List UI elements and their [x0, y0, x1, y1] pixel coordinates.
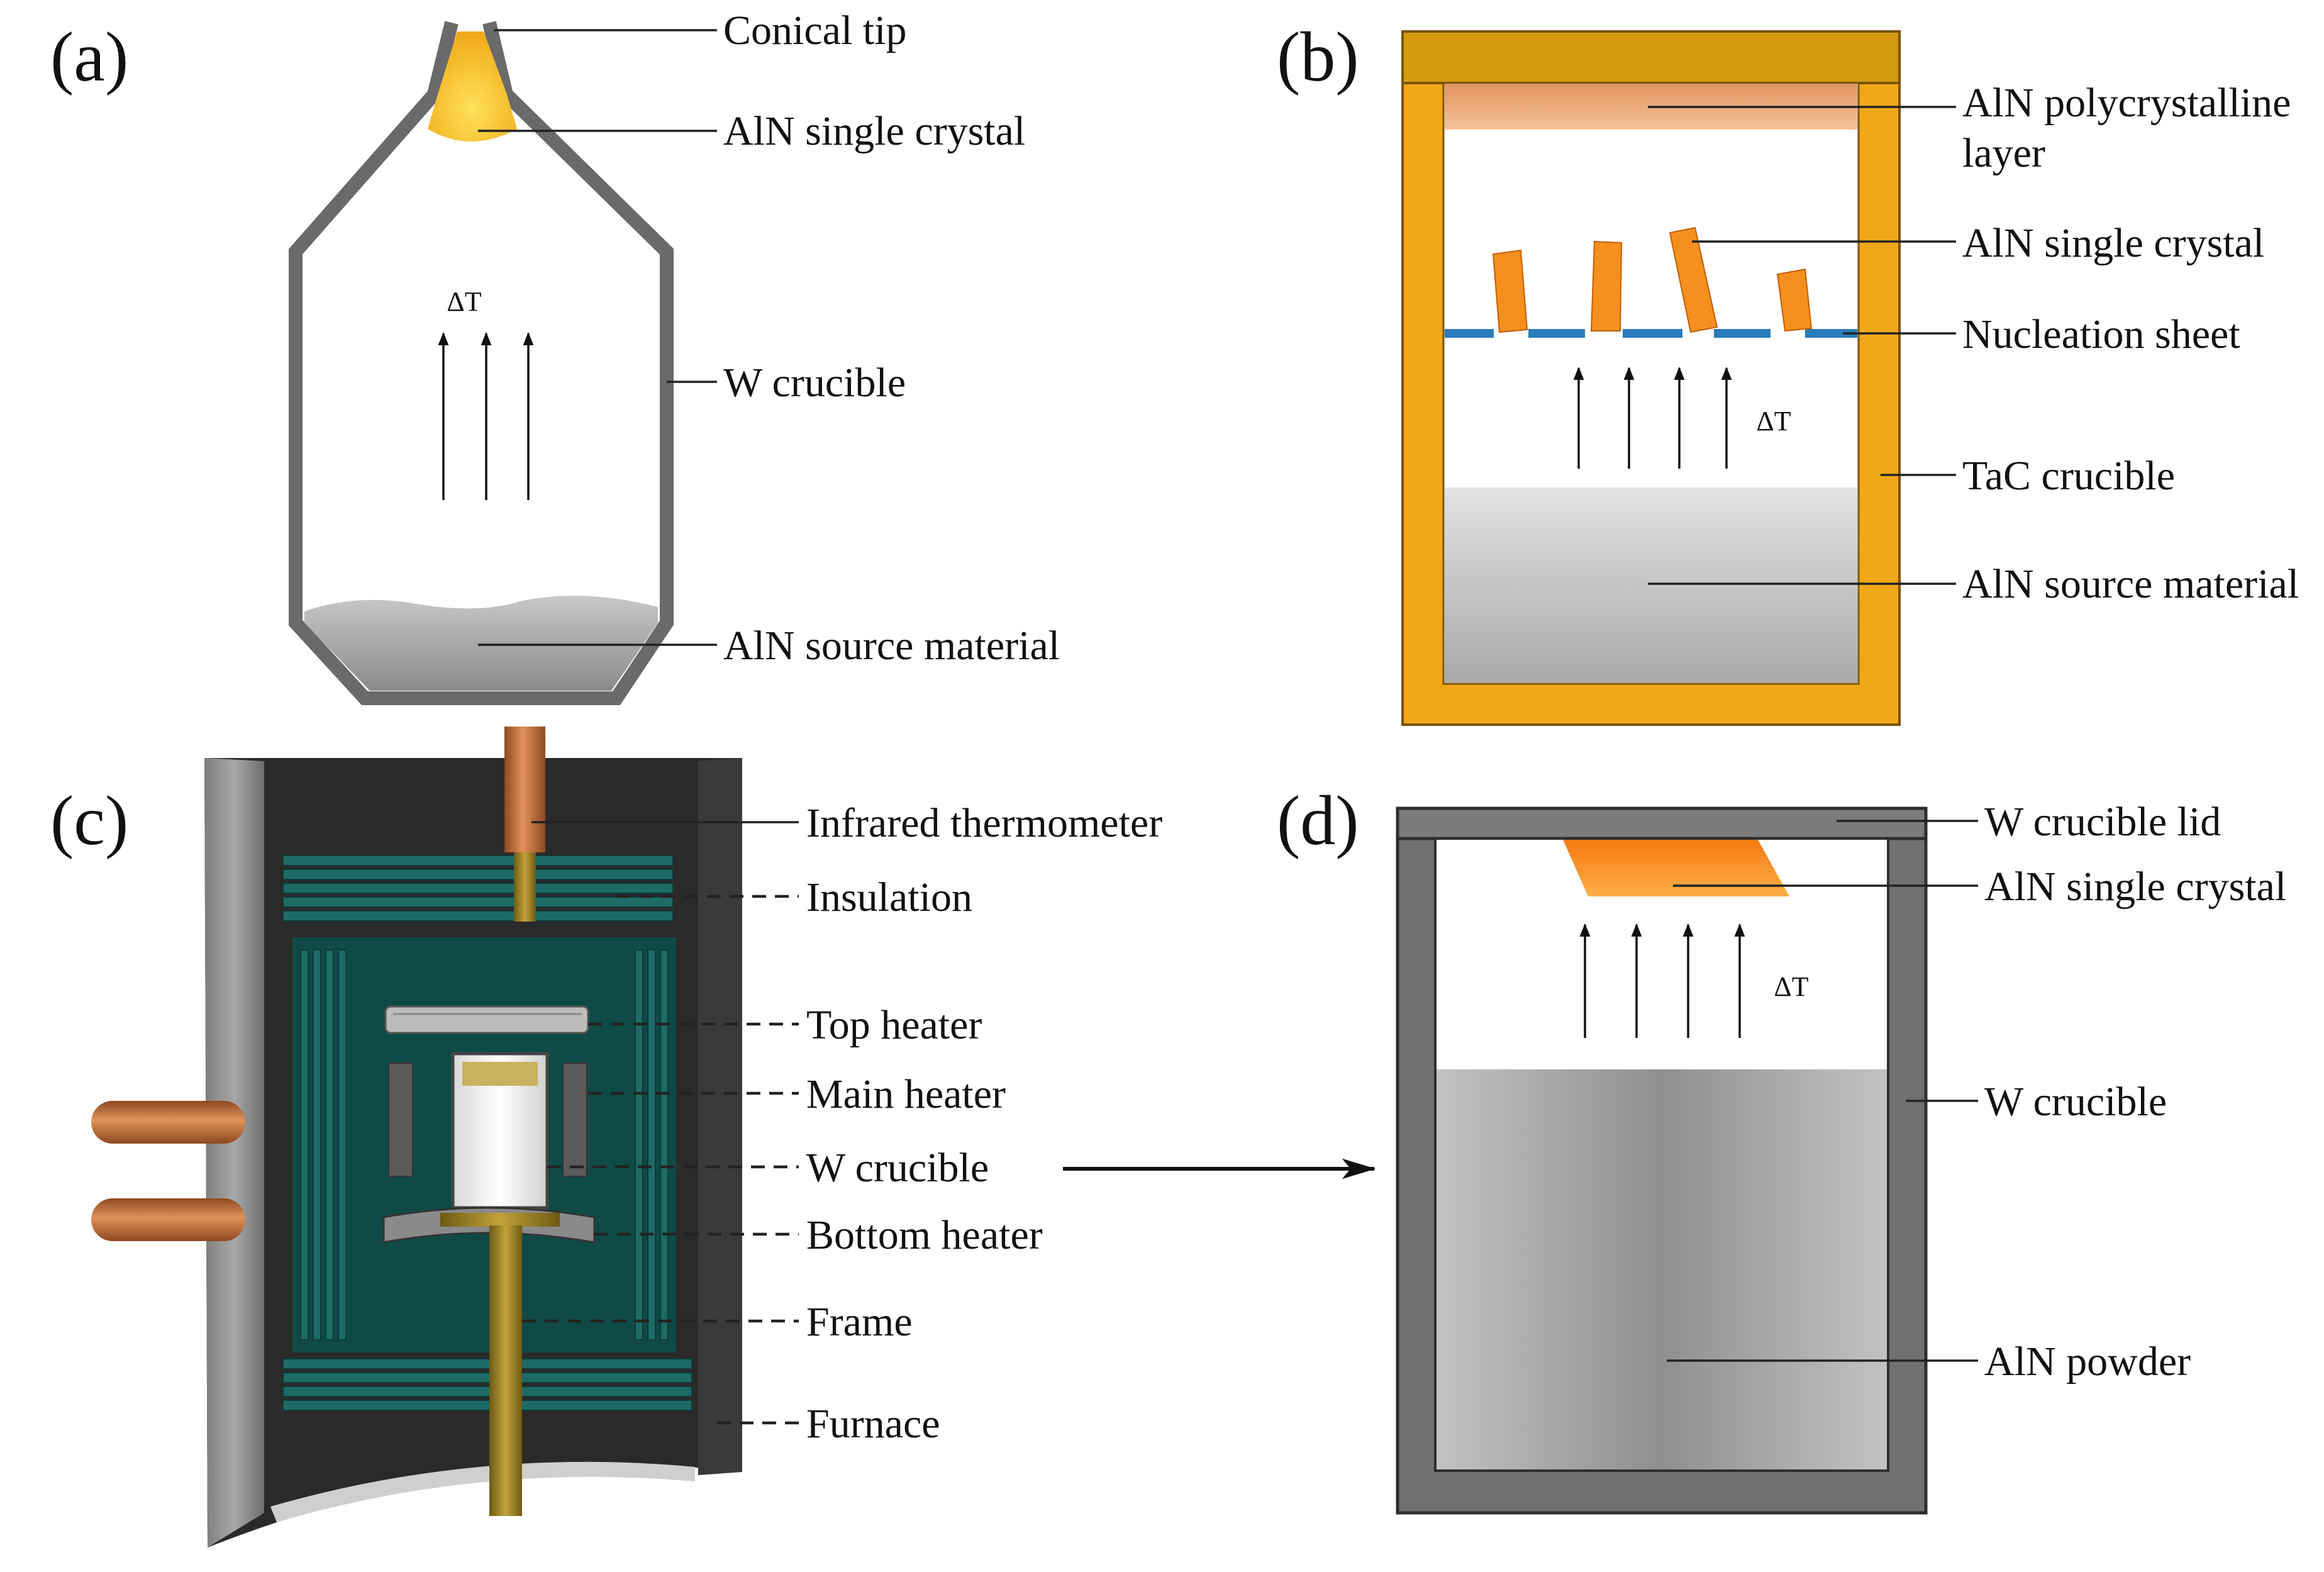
panel-a: (a) ΔT Conical tip AlN single crystal W … [50, 8, 1060, 705]
c-label-frame: Frame [806, 1299, 913, 1345]
b-crucible-lid [1401, 30, 1901, 84]
b-delta-t: ΔT [1756, 406, 1791, 437]
b-label-source: AlN source material [1962, 561, 2299, 607]
a-label-w-crucible: W crucible [723, 360, 906, 406]
b-crystal-3 [1669, 226, 1718, 333]
c-main-heater-left [388, 1062, 413, 1177]
c-label-main-heater: Main heater [806, 1071, 1006, 1117]
d-label-lid: W crucible lid [1984, 799, 2221, 845]
c-label-furnace: Furnace [806, 1401, 940, 1447]
a-label-single-crystal: AlN single crystal [723, 108, 1025, 154]
panel-c: (c) [50, 727, 1376, 1547]
c-insulation-bottom [282, 1358, 692, 1411]
panel-c-tag: (c) [50, 782, 128, 860]
panel-d: (d) ΔT W crucible lid AlN single crystal… [1277, 782, 2286, 1515]
c-furnace-floor [270, 1461, 695, 1522]
b-crystal-2 [1590, 240, 1623, 332]
panel-b: (b) ΔT AlN polycrystalline lay [1277, 18, 2299, 726]
a-w-crucible-shape [289, 21, 674, 705]
a-label-source: AlN source material [723, 623, 1060, 669]
c-label-top-heater: Top heater [806, 1002, 982, 1048]
panel-a-tag: (a) [50, 18, 128, 96]
a-label-conical-tip: Conical tip [723, 8, 906, 53]
c-top-heater [384, 1005, 589, 1034]
c-label-bottom-heater: Bottom heater [806, 1212, 1043, 1258]
c-electrode-lower [91, 1198, 245, 1241]
c-insulation-left [300, 949, 347, 1341]
a-source-material [304, 596, 658, 691]
panel-d-tag: (d) [1277, 782, 1359, 860]
c-frame-post [489, 1225, 522, 1516]
c-label-insulation: Insulation [806, 874, 972, 920]
b-label-single-crystal: AlN single crystal [1962, 220, 2264, 266]
b-label-tac-crucible: TaC crucible [1962, 453, 2175, 499]
c-furnace-right-wall [698, 758, 742, 1475]
c-w-crucible-top [462, 1062, 538, 1086]
d-label-w-crucible: W crucible [1984, 1079, 2167, 1125]
a-delta-t: ΔT [447, 286, 481, 317]
a-single-crystal [428, 31, 517, 142]
d-crucible-lid [1396, 806, 1928, 840]
c-thermometer-stem [514, 852, 536, 922]
c-insulation-top [282, 855, 674, 922]
c-label-w-crucible: W crucible [806, 1145, 989, 1191]
b-crystal-1 [1492, 249, 1528, 333]
b-label-poly-1: AlN polycrystalline [1962, 80, 2291, 126]
c-electrode-upper [91, 1101, 245, 1144]
c-frame-top [440, 1213, 560, 1227]
d-delta-t: ΔT [1774, 971, 1808, 1002]
b-label-nucleation: Nucleation sheet [1962, 311, 2240, 357]
panel-b-tag: (b) [1277, 18, 1359, 96]
b-label-poly-2: layer [1962, 130, 2045, 176]
d-single-crystal [1563, 840, 1789, 896]
b-crystal-4 [1776, 268, 1813, 332]
c-insulation-right [635, 949, 669, 1341]
b-single-crystals [1492, 226, 1813, 333]
c-furnace-stone-wall [204, 758, 264, 1547]
b-source-material [1445, 488, 1857, 683]
d-label-powder: AlN powder [1984, 1339, 2191, 1385]
d-aln-powder [1437, 1069, 1887, 1469]
d-label-single-crystal: AlN single crystal [1984, 864, 2286, 910]
c-main-heater-right [562, 1062, 587, 1177]
c-thermometer-body [504, 727, 545, 852]
c-label-thermometer: Infrared thermometer [806, 800, 1162, 846]
